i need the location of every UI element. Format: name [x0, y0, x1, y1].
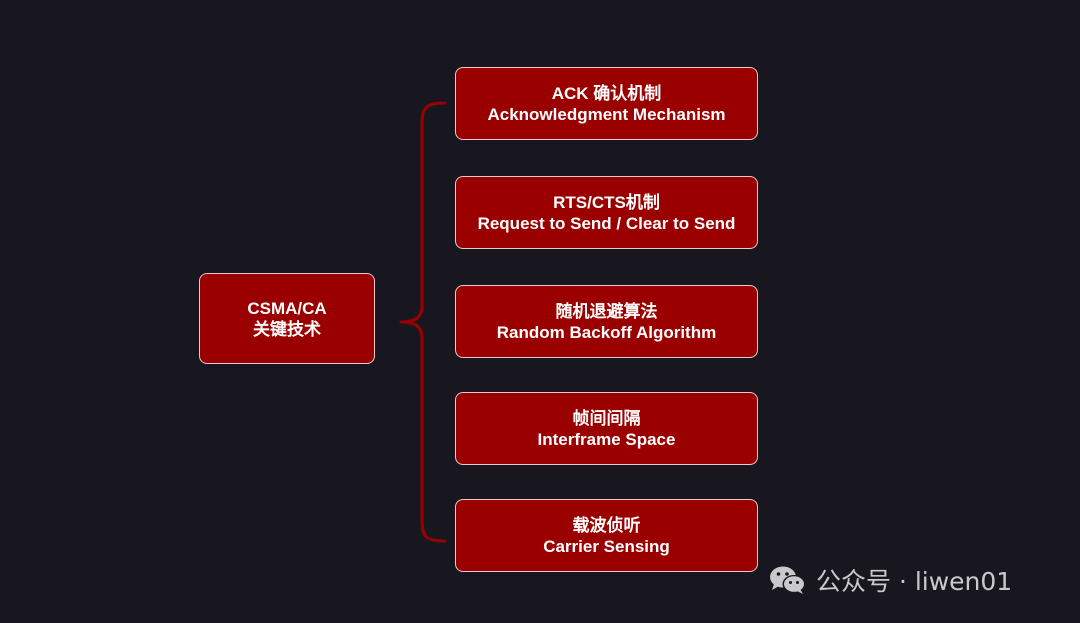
- child-node-subtitle: Random Backoff Algorithm: [496, 322, 717, 342]
- child-node-title: ACK 确认机制: [551, 83, 662, 103]
- watermark: 公众号 · liwen01: [768, 563, 1012, 597]
- child-node-title: 随机退避算法: [555, 301, 658, 321]
- child-node-title: 帧间间隔: [572, 408, 641, 428]
- watermark-text: 公众号 · liwen01: [816, 567, 1013, 596]
- child-node-subtitle: Interframe Space: [537, 429, 676, 449]
- child-node-ack: ACK 确认机制 Acknowledgment Mechanism: [455, 67, 758, 140]
- root-node-title: CSMA/CA: [247, 298, 327, 318]
- wechat-icon: [768, 564, 808, 596]
- child-node-subtitle: Request to Send / Clear to Send: [477, 213, 736, 233]
- child-node-title: RTS/CTS机制: [553, 192, 660, 212]
- child-node-subtitle: Acknowledgment Mechanism: [487, 104, 726, 124]
- root-node-subtitle: 关键技术: [253, 319, 321, 339]
- child-node-subtitle: Carrier Sensing: [543, 536, 670, 556]
- child-node-carrier-sensing: 载波侦听 Carrier Sensing: [455, 499, 758, 572]
- root-node: CSMA/CA 关键技术: [199, 273, 375, 364]
- child-node-interframe-space: 帧间间隔 Interframe Space: [455, 392, 758, 465]
- child-node-title: 载波侦听: [572, 515, 641, 535]
- child-node-rts-cts: RTS/CTS机制 Request to Send / Clear to Sen…: [455, 176, 758, 249]
- child-node-random-backoff: 随机退避算法 Random Backoff Algorithm: [455, 285, 758, 358]
